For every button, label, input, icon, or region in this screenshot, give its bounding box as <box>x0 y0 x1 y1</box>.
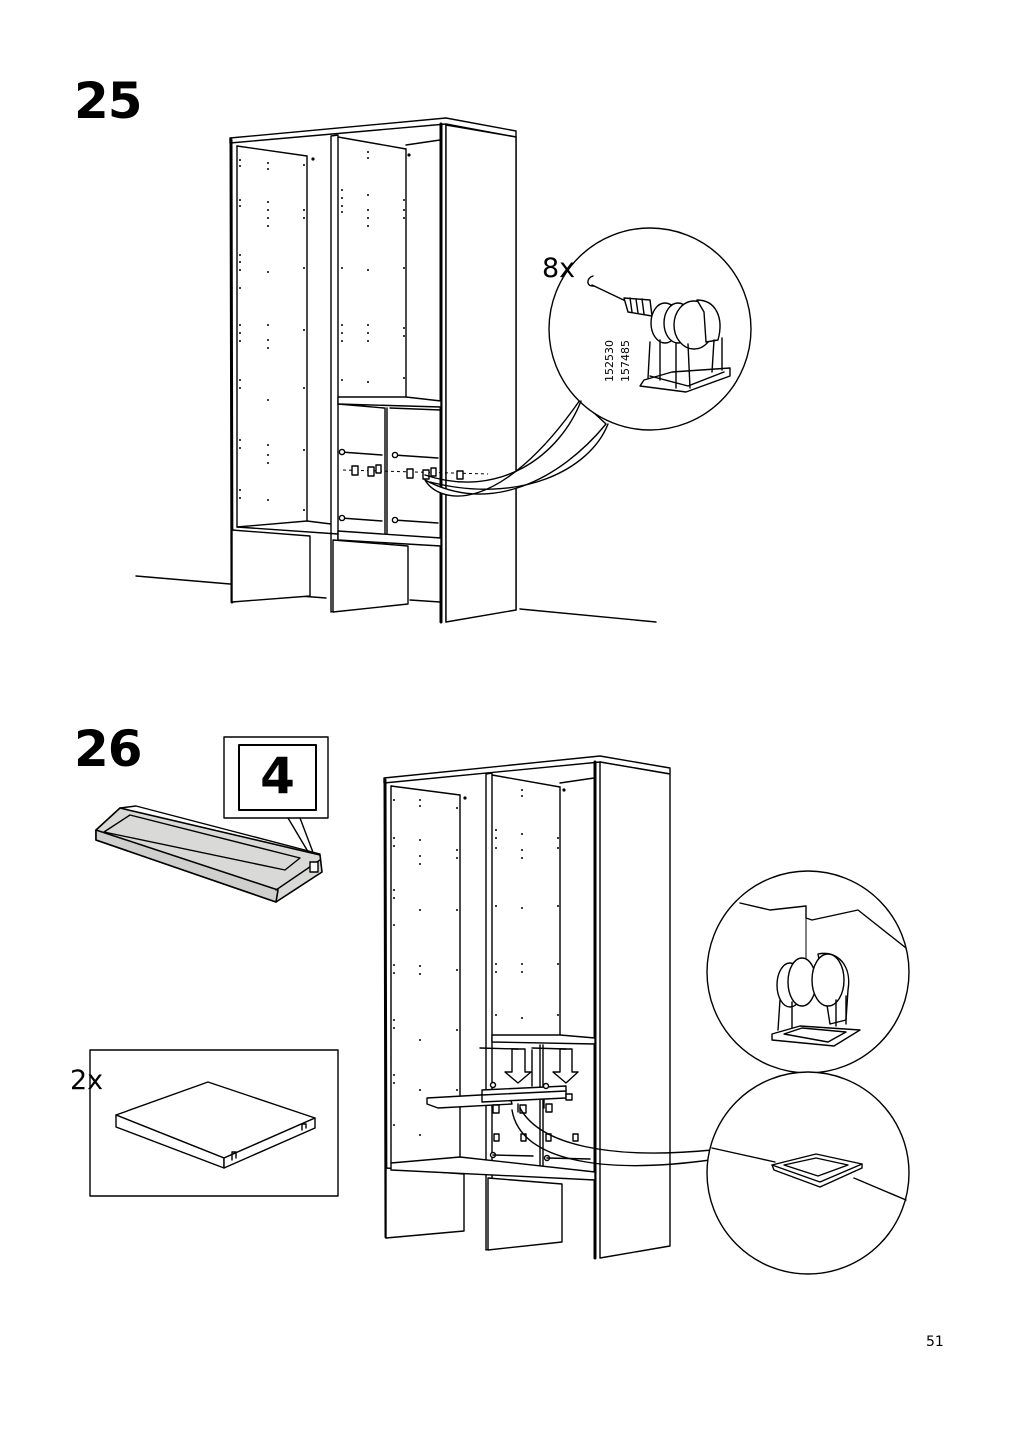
step-26-shelf-package <box>95 736 329 903</box>
step-25-pin-detail <box>424 227 752 497</box>
step-25-article-number-1: 152530 <box>603 340 616 382</box>
step-26-top-detail <box>706 870 910 1074</box>
step-25-number: 25 <box>74 72 143 130</box>
step-26-package-badge: 4 <box>260 747 295 805</box>
step-26-number: 26 <box>74 720 143 778</box>
step-26-bottom-detail <box>706 1071 910 1275</box>
step-26-quantity: 2x <box>70 1065 104 1096</box>
step-25-wardrobe-drawing <box>135 117 657 624</box>
step-26-shelf-parts <box>89 1049 339 1197</box>
page-number: 51 <box>926 1334 944 1350</box>
step-25-article-number-2: 157485 <box>619 340 632 382</box>
step-25-quantity: 8x <box>542 253 576 284</box>
step-26-wardrobe-drawing <box>383 755 671 1260</box>
